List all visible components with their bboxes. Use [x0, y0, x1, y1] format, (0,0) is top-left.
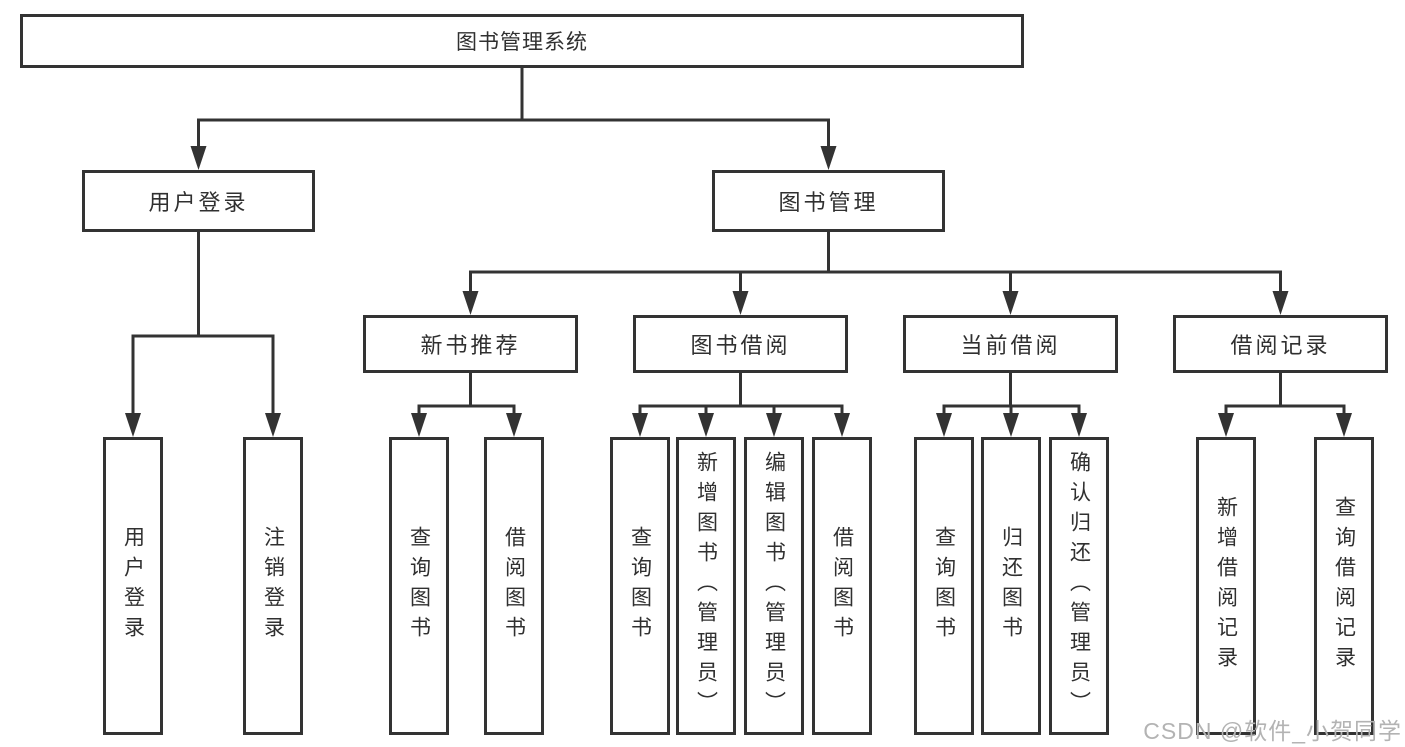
leaf-label: 编辑图书（管理员）	[762, 451, 786, 721]
leaf-label: 新增图书（管理员）	[694, 451, 718, 721]
arrowhead-icon	[462, 291, 479, 315]
node-bb-edit-books-admin: 编辑图书（管理员）	[744, 437, 804, 735]
arrowhead-icon	[1003, 413, 1019, 437]
node-br-query-record: 查询借阅记录	[1314, 437, 1374, 735]
arrowhead-icon	[698, 413, 714, 437]
node-bb-borrow-books: 借阅图书	[812, 437, 872, 735]
csdn-watermark: CSDN @软件_小贺同学	[1143, 718, 1402, 744]
leaf-label: 查询图书	[932, 526, 956, 646]
node-current-borrowing: 当前借阅	[903, 315, 1118, 373]
arrowhead-icon	[1002, 291, 1019, 315]
arrowhead-icon	[265, 413, 281, 437]
arrowhead-icon	[834, 413, 850, 437]
node-book-borrowing: 图书借阅	[633, 315, 848, 373]
leaf-label: 确认归还（管理员）	[1067, 451, 1091, 721]
arrowhead-icon	[506, 413, 522, 437]
leaf-label: 查询图书	[407, 526, 431, 646]
leaf-label: 用户登录	[121, 526, 145, 646]
node-cb-query-books: 查询图书	[914, 437, 974, 735]
node-leaf-logout: 注销登录	[243, 437, 303, 735]
node-book-management: 图书管理	[712, 170, 945, 232]
node-cb-confirm-return-admin: 确认归还（管理员）	[1049, 437, 1109, 735]
arrowhead-icon	[1272, 291, 1289, 315]
arrowhead-icon	[1336, 413, 1352, 437]
node-bb-add-books-admin: 新增图书（管理员）	[676, 437, 736, 735]
arrowhead-icon	[190, 146, 207, 170]
arrowhead-icon	[1218, 413, 1234, 437]
node-rec-borrow-books: 借阅图书	[484, 437, 544, 735]
leaf-label: 注销登录	[261, 526, 285, 646]
arrowhead-icon	[411, 413, 427, 437]
leaf-label: 借阅图书	[830, 526, 854, 646]
node-leaf-user-login: 用户登录	[103, 437, 163, 735]
leaf-label: 借阅图书	[502, 526, 526, 646]
leaf-label: 查询借阅记录	[1332, 496, 1356, 676]
arrowhead-icon	[820, 146, 837, 170]
node-bb-query-books: 查询图书	[610, 437, 670, 735]
leaf-label: 查询图书	[628, 526, 652, 646]
leaf-label: 归还图书	[999, 526, 1023, 646]
node-library-system: 图书管理系统	[20, 14, 1024, 68]
node-rec-query-books: 查询图书	[389, 437, 449, 735]
node-new-book-recommend: 新书推荐	[363, 315, 578, 373]
node-borrowing-records: 借阅记录	[1173, 315, 1388, 373]
node-cb-return-books: 归还图书	[981, 437, 1041, 735]
arrowhead-icon	[1071, 413, 1087, 437]
arrowhead-icon	[732, 291, 749, 315]
arrowhead-icon	[766, 413, 782, 437]
leaf-label: 新增借阅记录	[1214, 496, 1238, 676]
arrowhead-icon	[125, 413, 141, 437]
arrowhead-icon	[936, 413, 952, 437]
arrowhead-icon	[632, 413, 648, 437]
node-user-login: 用户登录	[82, 170, 315, 232]
node-br-add-record: 新增借阅记录	[1196, 437, 1256, 735]
